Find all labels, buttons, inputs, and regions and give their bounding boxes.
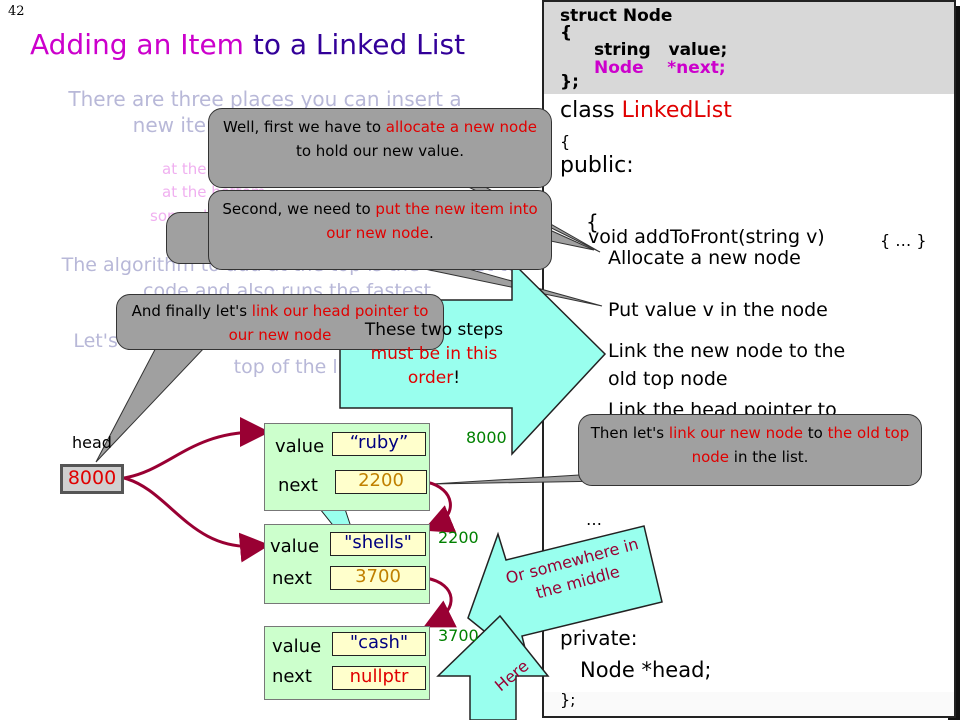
link-head-callout: And finally let's link our head pointer … — [116, 294, 444, 350]
allocate-callout: Well, first we have to allocate a new no… — [208, 108, 552, 188]
order-arrow-text: These two steps must be in this order! — [350, 318, 518, 390]
code-dots: … — [586, 510, 602, 529]
link-head-red: link our head pointer to our new node — [228, 302, 429, 344]
struct-line-2: { — [560, 23, 573, 43]
link-top-post: in the list. — [729, 448, 809, 466]
here-arrow — [436, 614, 550, 720]
node1-next: 2200 — [335, 470, 427, 494]
public-label: public: — [560, 153, 634, 178]
allocate-callout-red: allocate a new node — [385, 118, 537, 136]
node1-address: 8000 — [466, 428, 507, 447]
slide-number: 42 — [8, 4, 25, 19]
node1-value-label: value — [275, 436, 325, 457]
put-value-callout: Second, we need to put the new item into… — [208, 190, 552, 270]
class-open-brace: { — [560, 132, 571, 151]
order-red: must be in this order — [370, 344, 498, 388]
link-top-callout: Then let's link our new node to the old … — [578, 414, 922, 486]
link-top-red-1: link our new node — [668, 424, 804, 442]
order-post: ! — [453, 368, 461, 388]
head-to-node2-arrow — [123, 476, 270, 563]
put-callout-red: put the new item into our new node — [326, 200, 538, 242]
title-highlight: Adding an Item — [30, 28, 244, 61]
step-link-new-line1: Link the new node to the — [608, 340, 846, 362]
step-allocate: Allocate a new node — [608, 247, 801, 269]
head-callout-tail — [95, 339, 208, 463]
function-ellipsis-body: { … } — [880, 231, 927, 250]
class-keyword: class — [560, 98, 622, 123]
node1-value: “ruby” — [332, 432, 426, 456]
title-rest: to a Linked List — [243, 28, 466, 61]
node2-next: 3700 — [330, 566, 426, 590]
struct-value-member: string value; — [594, 40, 728, 60]
class-declaration: class LinkedList — [560, 98, 732, 123]
order-pre: These two steps — [364, 320, 504, 340]
head-member: Node *head; — [580, 658, 712, 682]
node2-value: "shells" — [330, 532, 426, 556]
struct-next-member: Node *next; — [594, 58, 726, 78]
private-label: private: — [560, 626, 638, 650]
node3-value-label: value — [272, 636, 322, 657]
link-head-pre: And finally let's — [131, 302, 252, 320]
put-callout-post: . — [429, 224, 434, 242]
node2-next-arrow — [423, 576, 457, 628]
struct-close: }; — [560, 72, 579, 92]
link-top-mid: to — [803, 424, 828, 442]
func-open-brace: { — [586, 210, 599, 234]
class-close: }; — [560, 690, 576, 709]
node2-address: 2200 — [438, 528, 479, 547]
slide-title: Adding an Item to a Linked List — [30, 28, 465, 61]
head-to-node1-arrow — [123, 417, 270, 480]
code-panel — [542, 0, 956, 718]
node3-address: 3700 — [438, 626, 479, 645]
step-link-new-line2: old top node — [608, 368, 728, 390]
class-name: LinkedList — [621, 98, 732, 123]
allocate-callout-pre: Well, first we have to — [223, 118, 386, 136]
step-link-head: Link the head pointer to — [608, 399, 837, 414]
step-put-value: Put value v in the node — [608, 299, 828, 321]
link-top-pre: Then let's — [590, 424, 669, 442]
link-top-red-2: the old top node — [691, 424, 910, 466]
function-signature: void addToFront(string v) — [588, 226, 825, 248]
node2-next-label: next — [272, 568, 312, 589]
node1-next-arrow — [422, 480, 457, 533]
allocate-callout-post: to hold our new value. — [295, 142, 465, 160]
node3-value: "cash" — [332, 632, 426, 656]
head-label: head — [72, 433, 112, 452]
node2-value-label: value — [270, 536, 320, 557]
put-callout-pre: Second, we need to — [222, 200, 376, 218]
struct-line-1: struct Node — [560, 6, 673, 26]
head-pointer-box: 8000 — [60, 464, 124, 494]
node3-next: nullptr — [332, 666, 426, 690]
node3-next-label: next — [272, 666, 312, 687]
node1-next-label: next — [278, 475, 318, 496]
